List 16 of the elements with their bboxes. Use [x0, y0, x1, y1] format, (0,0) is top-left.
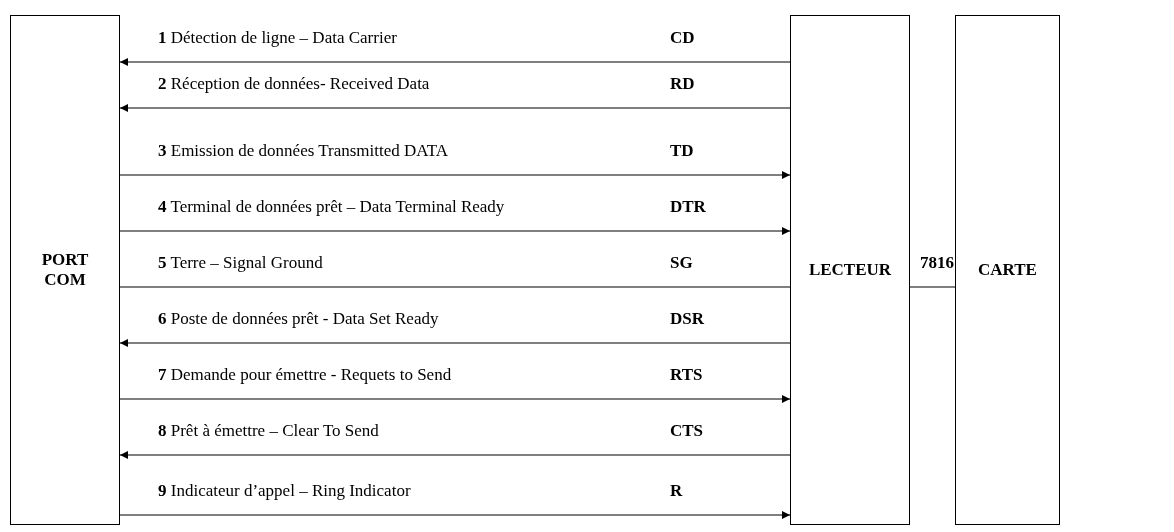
device-box [790, 15, 910, 525]
signal-line [119, 451, 791, 459]
signal-line [119, 395, 791, 403]
signal-line [119, 58, 791, 66]
signal-line [119, 339, 791, 347]
device-box [10, 15, 120, 525]
device-name: CARTE [977, 260, 1038, 280]
device-name: LECTEUR [807, 260, 893, 280]
device-box [955, 15, 1060, 525]
device-name: PORT COM [40, 250, 90, 290]
signal-line [119, 104, 791, 112]
signal-line [119, 171, 791, 179]
signal-line [119, 227, 791, 235]
signal-line [119, 511, 791, 519]
signal-line [119, 286, 791, 288]
signal-line [909, 286, 956, 288]
